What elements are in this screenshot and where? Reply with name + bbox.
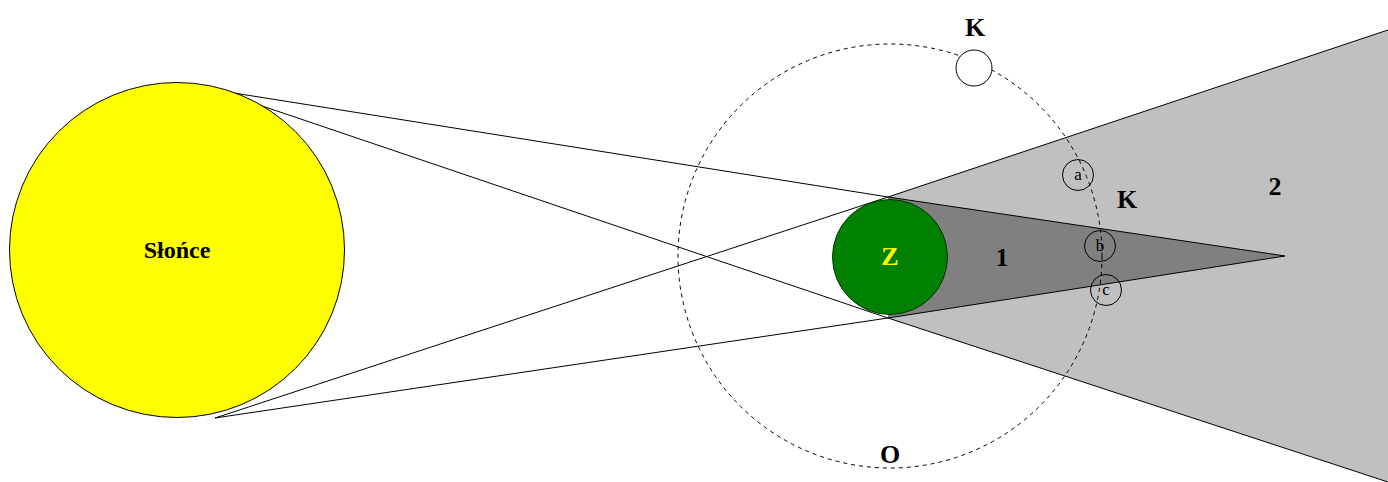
region-number: 1 [996, 243, 1009, 273]
node-text: c [1102, 280, 1110, 300]
moon-label: K [965, 13, 985, 43]
moon [956, 50, 992, 86]
node-text: a [1074, 165, 1082, 185]
region-number: 2 [1269, 172, 1282, 202]
moon-orbit [678, 44, 1102, 468]
penumbra-edge [888, 30, 1388, 197]
earth-circle: Z [832, 199, 948, 315]
orbit-label: O [880, 440, 900, 470]
penumbra-edge [888, 318, 1388, 482]
umbra-edge [888, 197, 1285, 256]
moon-label: K [1117, 185, 1137, 215]
node-text: b [1096, 236, 1105, 256]
moon-position: c [1090, 274, 1122, 306]
umbra-edge [888, 256, 1285, 318]
penumbra [888, 30, 1388, 482]
sun-circle: Słońce [9, 82, 345, 418]
moon-position: a [1062, 159, 1094, 191]
moon-position: b [1084, 230, 1116, 262]
node-text: Słońce [144, 237, 211, 264]
node-text: Z [881, 242, 898, 272]
